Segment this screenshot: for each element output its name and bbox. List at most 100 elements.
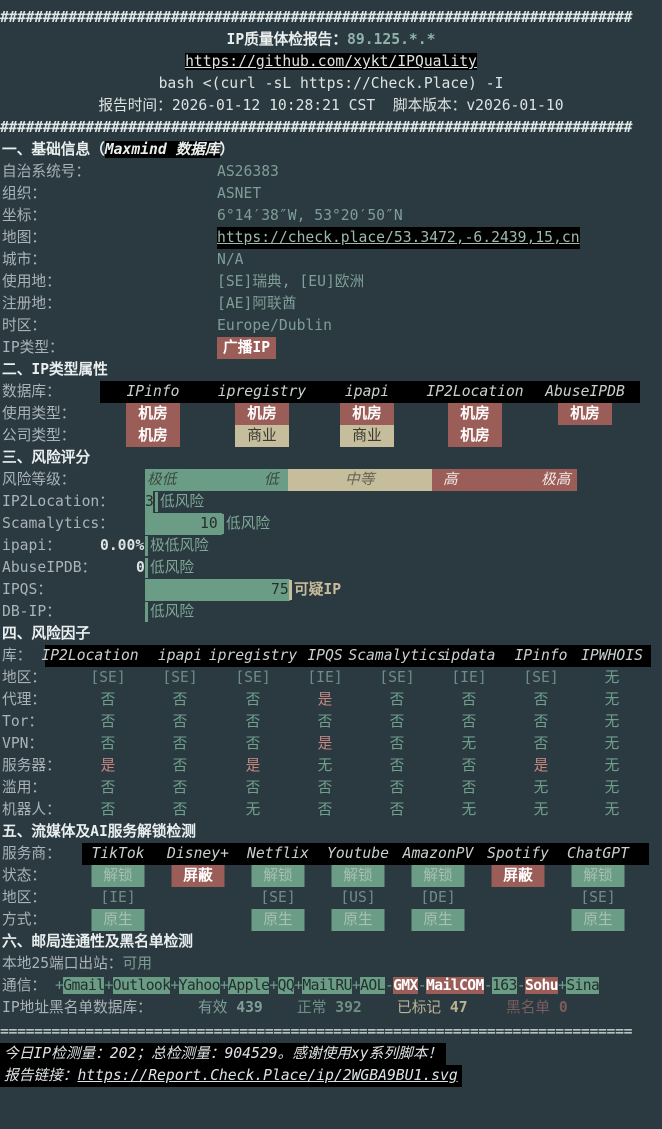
version-label: 脚本版本： — [392, 97, 467, 114]
status-label: 状态： — [2, 867, 47, 884]
factor-value: 无 — [604, 735, 620, 752]
basic-label: 注册地： — [2, 295, 61, 312]
basic-value: [SE]瑞典, [EU]欧洲 — [217, 273, 365, 290]
unlock-method-badge: 原生 — [331, 909, 385, 931]
service-name: Disney+ — [167, 845, 229, 862]
report-time: 2026-01-12 10:28:21 CST — [171, 97, 376, 114]
factor-value: 无 — [461, 735, 477, 752]
basic-value[interactable]: https://check.place/53.3472,-6.2439,15,c… — [217, 227, 580, 249]
factor-row: 代理：否否否是否否否无 — [0, 689, 662, 711]
risk-score: 75 — [271, 581, 289, 598]
company-type-badge: 机房 — [448, 425, 502, 447]
factor-value: 否 — [245, 713, 261, 730]
mail-service-aol: AOL — [360, 977, 385, 994]
report-link[interactable]: https://Report.Check.Place/ip/2WGBA9BU1.… — [77, 1067, 458, 1084]
factor-row: VPN：否否否是否无否无 — [0, 733, 662, 755]
unlock-status-badge: 屏蔽 — [491, 865, 545, 887]
factor-value: 否 — [461, 779, 477, 796]
risk-scale-low — [145, 469, 288, 491]
basic-label: IP类型： — [2, 339, 64, 356]
mail-separator: + — [351, 977, 361, 994]
mail-separator: + — [294, 977, 303, 994]
factor-value: 否 — [317, 713, 333, 730]
mail-separator: + — [557, 977, 567, 994]
mail-separator: + — [269, 977, 278, 994]
db-name: IPinfo — [126, 383, 180, 400]
factor-value: [SE] — [523, 669, 559, 686]
score-bar — [145, 579, 290, 601]
risk-source: Scamalytics： — [2, 515, 114, 532]
score-bar — [145, 491, 153, 513]
mail-separator: - — [417, 977, 427, 994]
risk-score: 0.00% — [100, 537, 145, 554]
basic-value: [AE]阿联酋 — [217, 295, 297, 312]
factor-value: [SE] — [235, 669, 271, 686]
risk-verdict: 低风险 — [150, 603, 195, 620]
factor-value: [IE] — [451, 669, 487, 686]
factor-value: 否 — [461, 757, 477, 774]
basic-value: N/A — [217, 251, 244, 268]
mail-service-gmail: Gmail — [63, 977, 105, 994]
unlock-status-badge: 解锁 — [91, 865, 145, 887]
factor-value: 无 — [461, 801, 477, 818]
region-label: 地区： — [2, 889, 47, 906]
service-name: Spotify — [487, 845, 549, 862]
basic-value: 6°14′38″W, 53°20′50″N — [217, 207, 403, 224]
ip-address: 89.125.*.* — [347, 31, 436, 48]
risk-verdict: 可疑IP — [294, 581, 342, 598]
factor-value: 否 — [533, 691, 549, 708]
basic-row: 使用地： [SE]瑞典, [EU]欧洲 — [0, 271, 662, 293]
mail-separator: + — [104, 977, 113, 994]
factor-db-name: ipregistry — [208, 647, 298, 664]
service-name: TikTok — [91, 845, 145, 862]
factor-value: 否 — [461, 691, 477, 708]
factor-value: 是 — [245, 757, 261, 774]
section-factors-title: 四、风险因子 — [2, 625, 91, 642]
factor-value: 无 — [245, 801, 261, 818]
risk-verdict: 低风险 — [160, 493, 205, 510]
mail-separator: - — [483, 977, 493, 994]
blacklisted-label: 黑名单 — [506, 999, 551, 1016]
section-risk-title: 三、风险评分 — [2, 449, 91, 466]
usage-type-badge: 机房 — [340, 403, 394, 425]
factor-label: 服务器： — [2, 757, 61, 774]
mail-separator: + — [219, 977, 229, 994]
basic-row: 组织：ASNET — [0, 183, 662, 205]
company-type-badge: 商业 — [235, 425, 289, 447]
mail-separator: + — [170, 977, 179, 994]
risk-score: 0 — [136, 559, 145, 576]
factor-value: 否 — [100, 779, 116, 796]
mail-service-gmx: GMX — [393, 977, 418, 994]
repo-link[interactable]: https://github.com/xykt/IPQuality — [185, 53, 477, 70]
basic-label: 使用地： — [2, 273, 61, 290]
section-basic-title: 一、基础信息（Maxmind 数据库） — [0, 139, 662, 161]
level-medium: 中等 — [345, 471, 375, 488]
factor-value: 否 — [245, 779, 261, 796]
risk-row-dbip: DB-IP：低风险 — [0, 601, 662, 623]
section-db: Maxmind 数据库 — [104, 141, 220, 158]
factor-value: 否 — [172, 713, 188, 730]
risk-score: 3 — [145, 493, 154, 510]
mail-service-sina: Sina — [566, 977, 600, 994]
unlock-status-badge: 解锁 — [411, 865, 465, 887]
provider-label: 服务商： — [2, 845, 61, 862]
risk-verdict: 极低风险 — [150, 537, 209, 554]
method-label: 方式： — [2, 911, 47, 928]
factor-label: VPN： — [2, 735, 44, 752]
factor-value: [IE] — [307, 669, 343, 686]
section-type-title: 二、IP类型属性 — [2, 361, 108, 378]
risk-source: IPQS： — [2, 581, 53, 598]
factor-value: 否 — [317, 801, 333, 818]
factor-value: 否 — [317, 779, 333, 796]
score-marker — [145, 558, 148, 578]
normal-label: 正常 — [297, 999, 327, 1016]
blacklisted-count: 0 — [558, 999, 568, 1016]
valid-label: 有效 — [198, 999, 228, 1016]
risk-level-label: 风险等级： — [2, 471, 76, 488]
factor-db-name: Scamalytics — [348, 647, 446, 664]
basic-label: 城市： — [2, 251, 47, 268]
mail-separator: + — [55, 977, 64, 994]
risk-verdict: 低风险 — [150, 559, 195, 576]
basic-label: 坐标： — [2, 207, 47, 224]
